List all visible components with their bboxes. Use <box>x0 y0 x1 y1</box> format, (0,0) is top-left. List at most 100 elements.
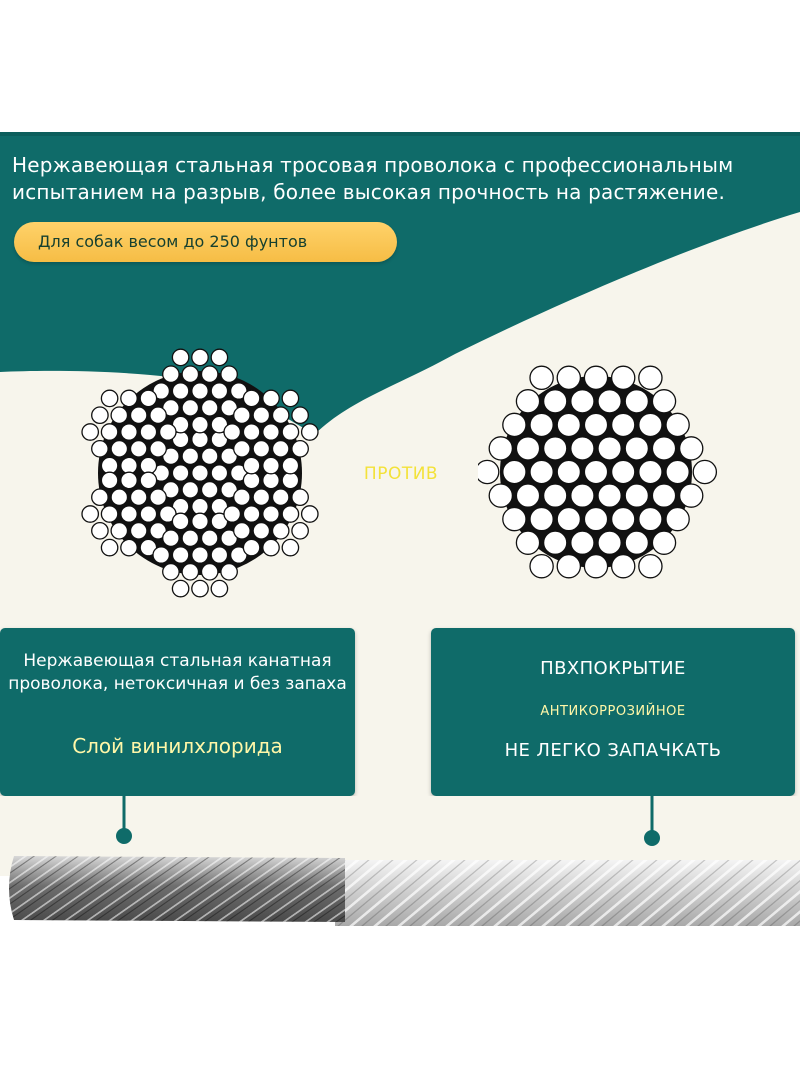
wire-strand <box>556 506 582 532</box>
wire-strand <box>502 506 527 532</box>
wire-strand <box>252 521 271 540</box>
wire-strand <box>162 562 180 581</box>
wire-strand <box>542 483 568 508</box>
wire-strand <box>556 553 582 579</box>
wire-strand <box>191 415 209 434</box>
wire-strand <box>271 488 290 507</box>
wire-strand <box>291 406 309 425</box>
wire-strand <box>281 538 300 557</box>
wire-strand <box>120 471 138 490</box>
wire-strand <box>91 439 109 458</box>
wire-strand <box>262 389 280 408</box>
wire-strand <box>139 456 158 475</box>
wire-strand <box>556 412 582 438</box>
wire-strand <box>171 464 190 482</box>
wire-strand <box>139 423 158 441</box>
wire-strand <box>91 406 109 425</box>
wire-strand <box>515 483 541 508</box>
wire-strand <box>171 348 190 367</box>
wire-strand <box>570 436 595 461</box>
weight-badge: Для собак весом до 250 фунтов <box>14 222 397 262</box>
wire-strand <box>488 483 514 508</box>
wire-strand <box>583 365 609 391</box>
wire-strand <box>120 423 138 441</box>
product-infographic: Нержавеющая стальная тросовая проволока … <box>0 132 800 932</box>
wire-strand <box>233 439 251 458</box>
wire-strand <box>181 480 200 499</box>
single-strand-cable-cross-section <box>478 365 718 579</box>
versus-label: ПРОТИВ <box>363 464 439 484</box>
wire-strand <box>100 505 119 523</box>
wire-strand <box>542 389 568 414</box>
wire-strand <box>597 530 622 555</box>
wire-strand <box>281 505 300 523</box>
wire-strand <box>171 546 190 564</box>
wire-strand <box>678 483 704 508</box>
wire-strand <box>200 480 219 499</box>
wire-strand <box>200 447 219 466</box>
vinyl-chloride-layer-label: Слой винилхлорида <box>72 734 283 758</box>
wire-strand <box>515 436 541 461</box>
wire-strand <box>120 389 138 408</box>
wire-strand <box>129 406 148 425</box>
wire-strand <box>638 365 663 391</box>
wire-strand <box>624 483 650 508</box>
wire-strand <box>191 382 209 400</box>
wire-strand <box>100 456 119 475</box>
wire-strand <box>110 439 129 458</box>
wire-strand <box>242 538 261 557</box>
wire-strand <box>542 436 568 461</box>
wire-strand <box>262 538 280 557</box>
wire-strand <box>233 488 251 507</box>
wire-strand <box>120 505 138 523</box>
wire-strand <box>191 430 209 449</box>
wire-strand <box>570 483 595 508</box>
multi-strand-cable-cross-section <box>81 348 319 598</box>
wire-strand <box>281 456 300 475</box>
wire-strand <box>210 348 229 367</box>
wire-strand <box>651 436 677 461</box>
wire-strand <box>242 423 261 441</box>
wire-strand <box>200 529 219 548</box>
wire-strand <box>300 505 319 523</box>
wire-strand <box>242 389 261 408</box>
wire-strand <box>515 530 541 555</box>
wire-strand <box>624 389 650 414</box>
wire-strand <box>262 505 280 523</box>
wire-strand <box>181 365 200 384</box>
wire-strand <box>242 471 261 490</box>
wire-strand <box>100 423 119 441</box>
pvc-coating-title: ПВХПОКРЫТИЕ <box>540 658 686 679</box>
wire-strand <box>529 553 554 579</box>
wire-strand <box>139 389 158 408</box>
wire-strand <box>110 521 129 540</box>
wire-strand <box>120 456 138 475</box>
wire-strand <box>291 488 309 507</box>
steel-wire-description: Нержавеющая стальная канатная проволока,… <box>8 651 347 694</box>
wire-strand <box>210 546 229 564</box>
wire-strand <box>171 382 190 400</box>
wire-strand <box>81 505 100 523</box>
wire-strand <box>624 530 650 555</box>
wire-strand <box>191 579 209 598</box>
stain-resistant-label: НЕ ЛЕГКО ЗАПАЧКАТЬ <box>504 740 722 761</box>
wire-strand <box>651 530 677 555</box>
wire-strand <box>252 488 271 507</box>
wire-strand <box>181 529 200 548</box>
wire-strand <box>610 506 636 532</box>
wire-strand <box>100 471 119 490</box>
wire-strand <box>181 398 200 417</box>
wire-strand <box>583 459 609 485</box>
wire-strand <box>110 488 129 507</box>
wire-strand <box>120 538 138 557</box>
wire-strand <box>139 471 158 490</box>
wire-strand <box>300 423 319 441</box>
wire-strand <box>181 447 200 466</box>
wire-strand <box>200 562 219 581</box>
wire-strand <box>152 546 171 564</box>
wire-strand <box>610 553 636 579</box>
wire-strand <box>570 530 595 555</box>
wire-strand <box>610 459 636 485</box>
wire-strand <box>252 406 271 425</box>
wire-strand <box>678 436 704 461</box>
